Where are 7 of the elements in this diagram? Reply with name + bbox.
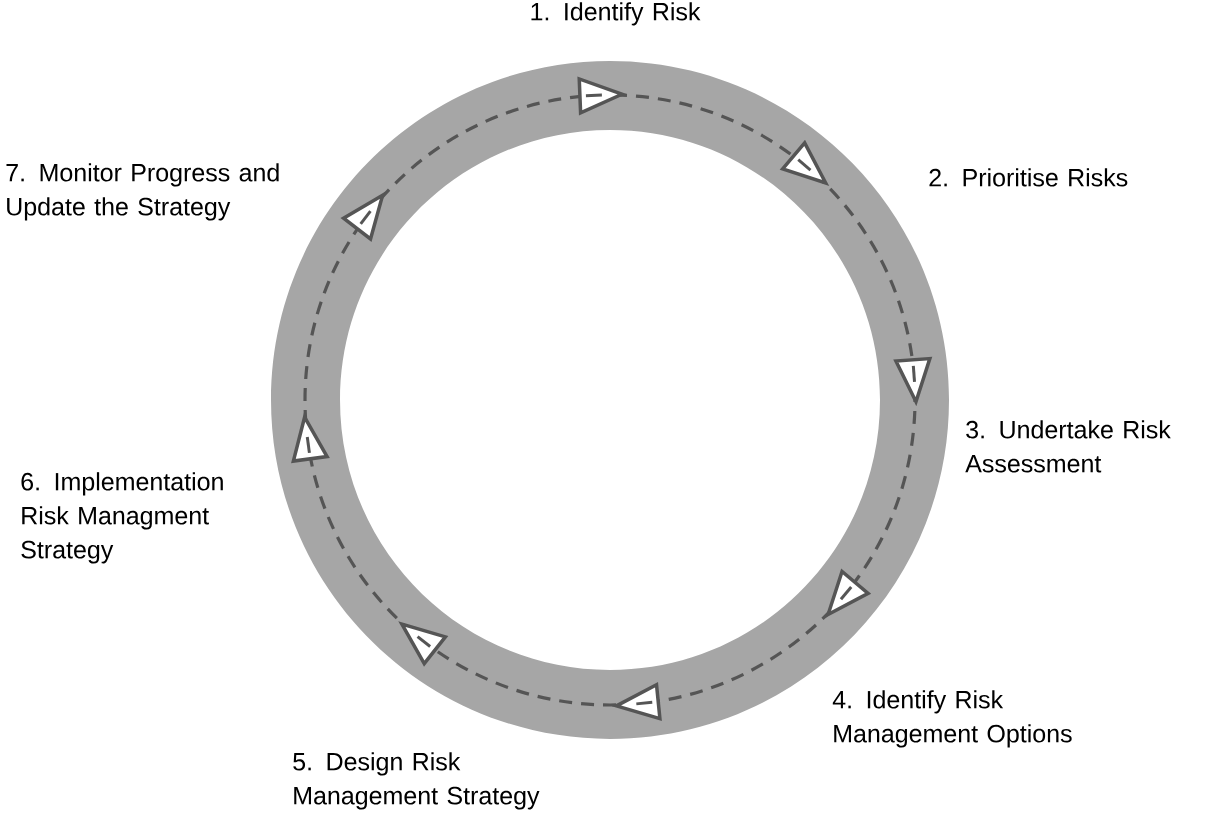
step-label: 6. Implementation Risk Managment Strategy	[21, 472, 223, 564]
step-label: 2. Prioritise Risks	[929, 168, 1128, 187]
step-label: 4. Identify Risk Management Options	[832, 690, 1072, 748]
step-label: 7. Monitor Progress and Update the Strategy	[6, 163, 279, 221]
step-label: 5. Design Risk Management Strategy	[293, 752, 540, 810]
step-label: 1. Identify Risk	[531, 2, 701, 26]
step-label: 3. Undertake Risk Assessment	[965, 420, 1171, 473]
